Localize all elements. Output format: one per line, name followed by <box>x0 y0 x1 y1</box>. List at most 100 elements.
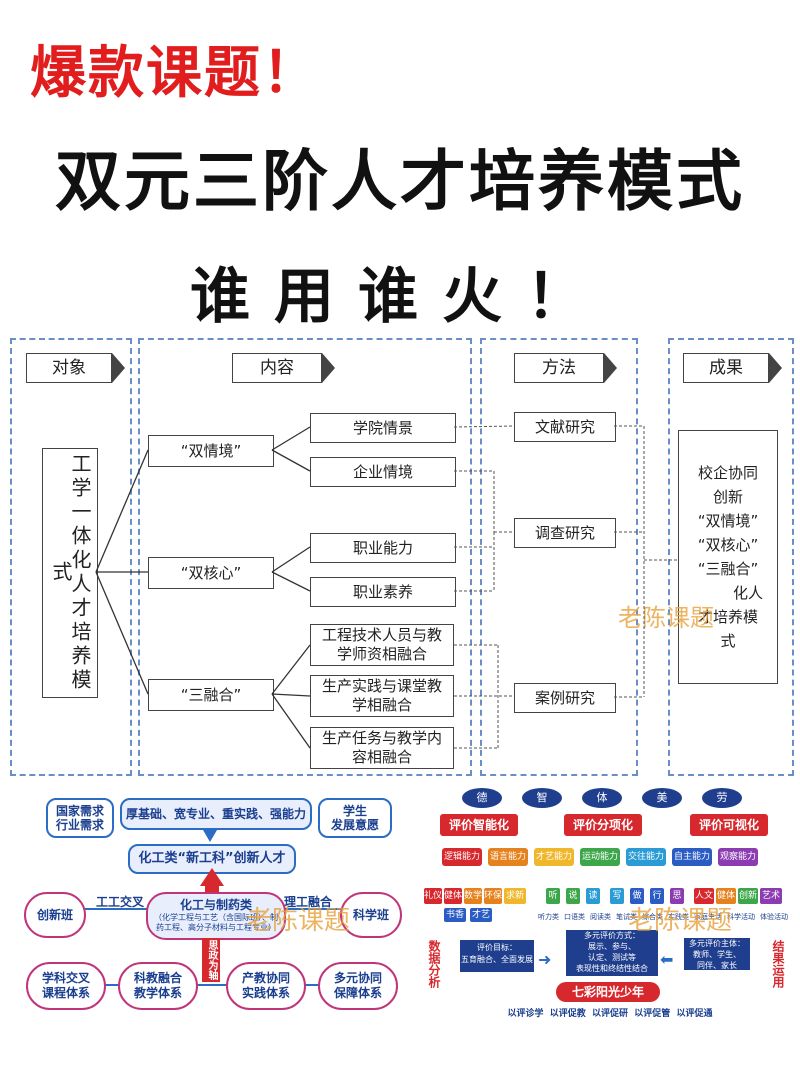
level2-box: 生产实践与课堂教学相融合 <box>310 675 454 717</box>
red-header: 评价智能化 <box>440 814 518 836</box>
footer-slogans: 以评诊学 以评促教 以评促研 以评促管 以评促通 <box>507 1009 713 1019</box>
object-box: 工学一体化人才培养模式 <box>42 448 98 698</box>
mid-label: 科学活动 <box>727 913 755 921</box>
level2-box: 企业情境 <box>310 457 456 487</box>
talent-goal-box: 化工类“新工科”创新人才 <box>128 844 296 874</box>
tag-headline: 爆款课题！ <box>30 40 320 106</box>
trait-box: 艺术 <box>760 888 782 904</box>
red-header: 评价分项化 <box>564 814 642 836</box>
trait-box: 书香 <box>444 908 466 922</box>
ability-box: 自主能力 <box>672 848 712 866</box>
ability-box: 逻辑能力 <box>442 848 482 866</box>
header-result: 成果 <box>683 353 782 383</box>
trait-box: 听 <box>546 888 560 904</box>
column-result <box>668 338 794 776</box>
arrow-right-icon: ➜ <box>538 950 552 969</box>
result-box: 校企协同 创新 “双情境” “双核心” “三融合” 化人 才培养模 式 <box>678 430 778 684</box>
trait-box: 创新 <box>738 888 758 904</box>
trait-box: 读 <box>586 888 600 904</box>
subject-box: 多元评价主体： 教师、学生、 同伴、家长 <box>684 938 750 970</box>
core-subtitle: （化学工程与工艺（含国际班）、制药工程、高分子材料与工程专业） <box>154 913 278 932</box>
pillar-box: 多元协同 保障体系 <box>318 962 398 1010</box>
mid-label: 笔试类 <box>616 913 637 921</box>
axis-label: 思政为轴 <box>202 938 220 982</box>
connector-line <box>82 908 182 910</box>
core-title: 化工与制药类 <box>179 898 252 912</box>
bottom-connector <box>52 984 372 986</box>
trait-box: 说 <box>566 888 580 904</box>
page-title: 双元三阶人才培养模式 <box>55 143 745 220</box>
data-analysis-label: 数据分析 <box>427 940 441 988</box>
watermark: 老陈课题 <box>628 906 733 936</box>
result-line: 创新 <box>712 488 743 506</box>
column-object <box>10 338 132 776</box>
method-box: 案例研究 <box>514 683 616 713</box>
trait-box: 数学 <box>464 888 482 904</box>
trait-box: 求新 <box>504 888 526 904</box>
ability-box: 才艺能力 <box>534 848 574 866</box>
arrow-up-icon <box>200 868 224 886</box>
column-content <box>138 338 472 776</box>
top-pill: 德 <box>462 788 502 808</box>
fusion-label: 理工融合 <box>284 895 333 909</box>
trait-box: 思 <box>670 888 684 904</box>
mid-label: 实践类 <box>668 913 689 921</box>
level1-box: “双情境” <box>148 435 274 467</box>
innovation-class: 创新班 <box>24 892 86 938</box>
method-box: 文献研究 <box>514 412 616 442</box>
mid-label: 口语类 <box>564 913 585 921</box>
science-class: 科学班 <box>340 892 402 938</box>
ability-box: 交往能力 <box>626 848 666 866</box>
arrow-left-icon: ⬅ <box>660 950 674 969</box>
result-line: 才培养模 <box>697 608 758 626</box>
ability-box: 运动能力 <box>580 848 620 866</box>
trait-box: 礼仪 <box>424 888 442 904</box>
result-line: “三融合” <box>697 560 759 578</box>
trait-box: 写 <box>610 888 624 904</box>
red-header: 评价可视化 <box>690 814 768 836</box>
result-line: “双情境” <box>697 512 759 530</box>
pillar-box: 学科交叉 课程体系 <box>26 962 106 1010</box>
top-pill: 智 <box>522 788 562 808</box>
level2-box: 生产任务与教学内容相融合 <box>310 727 454 769</box>
top-pill: 体 <box>582 788 622 808</box>
trait-box: 健体 <box>716 888 736 904</box>
header-object: 对象 <box>26 353 125 383</box>
method-box: 调查研究 <box>514 518 616 548</box>
slogan: 谁用谁火！ <box>190 262 610 332</box>
arrow-down-icon <box>203 830 217 842</box>
connector-line <box>284 908 344 910</box>
trait-box: 人文 <box>694 888 714 904</box>
method-box: 多元评价方式： 展示、参与、 认定、测试等 表现性和终结性结合 <box>566 930 658 976</box>
result-line: 校企协同 <box>697 464 758 482</box>
ability-box: 语言能力 <box>488 848 528 866</box>
mid-label: 综合类 <box>642 913 663 921</box>
pillar-box: 产教协同 实践体系 <box>226 962 306 1010</box>
level2-box: 职业能力 <box>310 533 456 563</box>
national-needs-box: 国家需求 行业需求 <box>46 798 114 838</box>
result-use-label: 结果运用 <box>771 940 785 988</box>
mid-label: 听力类 <box>538 913 559 921</box>
result-line: “双核心” <box>697 536 759 554</box>
level2-box: 工程技术人员与教学师资相融合 <box>310 624 454 666</box>
top-pill: 劳 <box>702 788 742 808</box>
principle-box: 厚基础、宽专业、重实践、强能力 <box>120 798 312 830</box>
level2-box: 学院情景 <box>310 413 456 443</box>
top-pill: 美 <box>642 788 682 808</box>
mid-label: 阅读类 <box>590 913 611 921</box>
mid-label: 体验活动 <box>760 913 788 921</box>
level1-box: “双核心” <box>148 557 274 589</box>
trait-box: 环保 <box>484 888 502 904</box>
traits-row: 礼仪 健体 数学 环保 求新 听 说 读 写 做 行 思 人文 健体 创新 艺术… <box>424 888 784 926</box>
result-line: 化人 <box>732 584 763 602</box>
pillar-box: 科教融合 教学体系 <box>118 962 198 1010</box>
header-method: 方法 <box>514 353 617 383</box>
watermark: 老陈课题 <box>618 604 714 632</box>
student-intent-box: 学生 发展意愿 <box>318 798 392 838</box>
watermark: 老陈课题 <box>246 906 351 936</box>
goal-box: 评价目标： 五育融合、全面发展 <box>460 940 534 972</box>
trait-box: 做 <box>630 888 644 904</box>
trait-box: 健体 <box>444 888 462 904</box>
ability-box: 观察能力 <box>718 848 758 866</box>
